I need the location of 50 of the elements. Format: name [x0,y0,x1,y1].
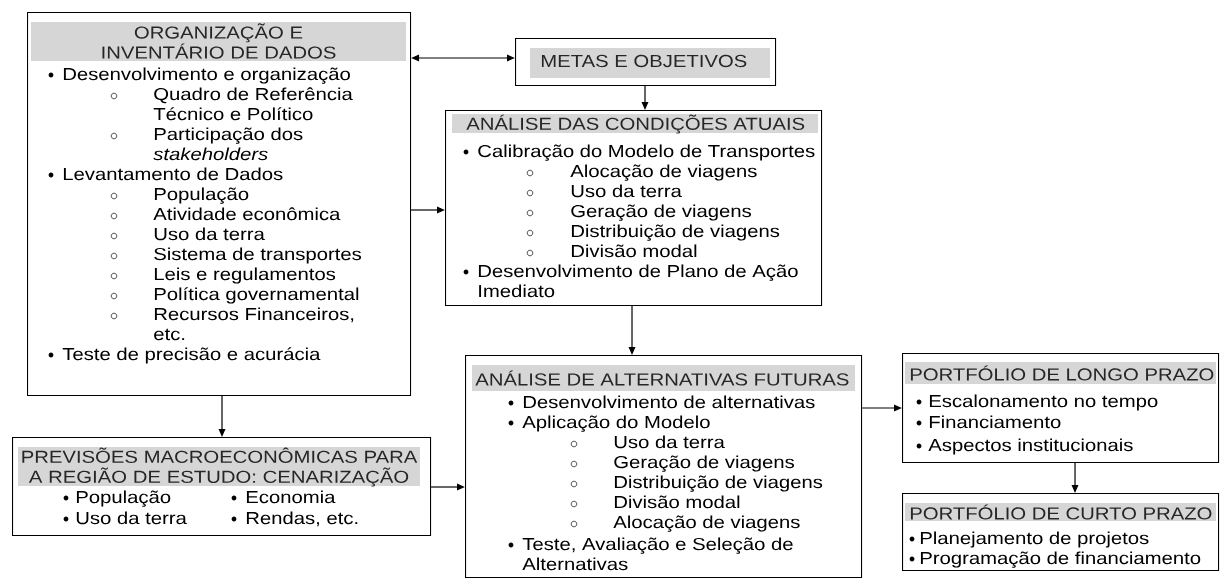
list-item: Distribuição de viagens [570,475,823,492]
list-item: Teste, Avaliação e Seleção de Alternativas [508,537,793,571]
list-item: População [110,187,249,204]
list-item: Desenvolvimento de alternativas [508,395,815,409]
list-item: Rendas, etc. [231,511,358,527]
list-item: Divisão modal [526,244,697,258]
list-item: Alocação de viagens [526,164,757,181]
list-item: Desenvolvimento de Plano de Ação Imediato [463,264,798,298]
list-item: Atividade econômica [110,207,341,221]
arrow [430,483,465,491]
list-item: Geração de viagens [570,455,794,472]
list-item: Programação de financiamento [909,551,1201,568]
list-item: Leis e regulamentos [110,267,336,284]
list-item: Financiamento [916,415,1061,429]
list-item: Política governamental [110,287,359,304]
list-item: Teste de precisão e acurácia [48,347,321,364]
box-heading: ANÁLISE DE ALTERNATIVAS FUTURAS [472,365,855,391]
list-item: Quadro de Referência Técnico e Político [110,87,353,121]
arrow [861,404,902,412]
arrow [218,395,226,437]
list-item: Participação dos stakeholders [110,127,303,161]
list-item: Uso da terra [526,184,682,198]
arrow [410,206,445,214]
list-item: Calibração do Modelo de Transportes [463,144,815,161]
box-heading: ANÁLISE DAS CONDIÇÕES ATUAIS [452,114,818,134]
list-item: Economia [231,490,336,504]
list-item: Alocação de viagens [570,515,800,532]
list-item: Uso da terra [110,227,265,241]
arrow [1071,462,1079,493]
list-item: Planejamento de projetos [909,531,1149,548]
box-heading: ORGANIZAÇÃO E INVENTÁRIO DE DADOS [31,22,406,61]
list-item: Distribuição de viagens [526,224,780,241]
list-item: Geração de viagens [526,204,751,221]
box-heading: PORTFÓLIO DE LONGO PRAZO [905,362,1216,384]
list-item: Uso da terra [63,511,187,525]
list-item: Escalonamento no tempo [916,394,1158,411]
arrow [641,85,649,110]
box-heading: PREVISÕES MACROECONÔMICAS PARA A REGIÃO DE ESTUDO: CENARIZAÇÃO [18,447,420,487]
list-item: Sistema de transportes [110,247,362,264]
list-item: Uso da terra [570,435,725,449]
list-item: Aspectos institucionais [916,438,1133,455]
list-item: Desenvolvimento e organização [48,67,350,84]
box-heading: METAS E OBJETIVOS [530,48,770,78]
list-item: Aplicação do Modelo [508,415,710,432]
arrow [628,305,636,355]
list-item: Recursos Financeiros, etc. [110,307,354,341]
list-item: Divisão modal [570,495,740,509]
list-item: Levantamento de Dados [48,167,283,181]
list-item: População [63,490,171,507]
box-heading: PORTFÓLIO DE CURTO PRAZO [905,503,1216,521]
